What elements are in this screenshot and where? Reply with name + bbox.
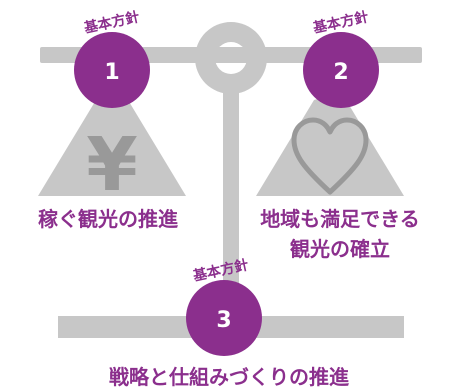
- policy-2-badge: [303, 32, 379, 108]
- policy-1-title: 稼ぐ観光の推進: [38, 207, 178, 231]
- left-pan: [38, 97, 186, 196]
- policy-3: 3 基本方針 戦略と仕組みづくりの推進: [109, 256, 349, 389]
- policy-2-title-line-2: 観光の確立: [290, 237, 390, 261]
- policy-1-number: 1: [104, 60, 119, 85]
- policy-3-number: 3: [216, 308, 231, 333]
- scale-pillar: [223, 90, 239, 322]
- right-pan: [256, 97, 404, 196]
- policy-2-number: 2: [333, 60, 348, 85]
- policy-3-title: 戦略と仕組みづくりの推進: [109, 365, 349, 389]
- policy-2: 2 基本方針 地域も満足できる 観光の確立: [260, 8, 420, 261]
- policy-1-badge: [74, 32, 150, 108]
- policy-3-badge: [186, 280, 262, 356]
- yen-icon: ¥: [86, 122, 138, 208]
- policy-2-title-line-1: 地域も満足できる: [260, 207, 420, 231]
- heart-icon: [291, 117, 369, 195]
